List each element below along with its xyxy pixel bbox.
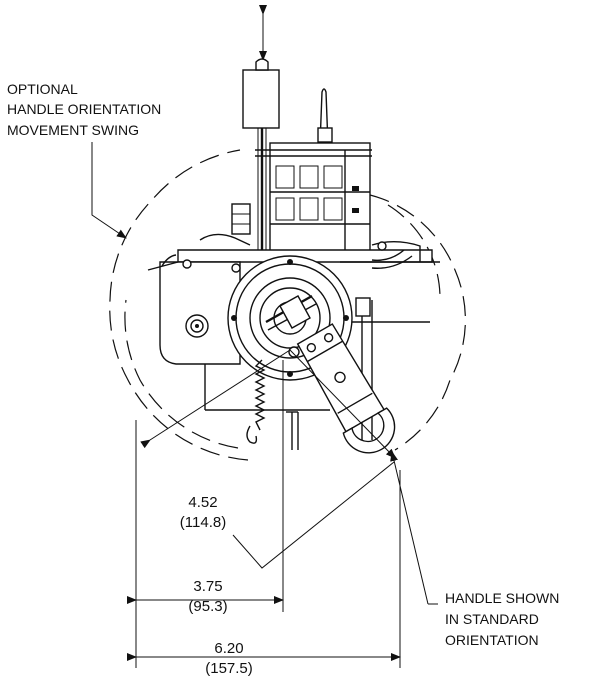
extension-lines	[135, 360, 401, 668]
handle-callout-leader	[390, 451, 438, 605]
optional-swing-leader	[91, 142, 127, 239]
dimension-radial-mm: (114.8)	[179, 514, 227, 531]
contact-block	[255, 142, 372, 252]
optional-swing-label-line2: HANDLE ORIENTATION	[7, 101, 162, 117]
optional-swing-label-line3: MOVEMENT SWING	[7, 122, 139, 138]
dimension-center-mm: (95.3)	[188, 598, 228, 615]
dimension-radial-line	[140, 349, 396, 569]
handle-shown-label-line3: ORIENTATION	[445, 632, 539, 648]
actuator-cylinder	[242, 58, 280, 250]
right-linkage	[355, 241, 413, 317]
optional-swing-arc	[109, 149, 466, 461]
mounting-plate	[177, 241, 440, 263]
spring-rod	[317, 88, 333, 146]
handle-shown-label-line1: HANDLE SHOWN	[445, 590, 560, 606]
dimension-overall-mm: (157.5)	[205, 660, 253, 677]
mechanism-back	[204, 300, 430, 450]
dimension-radial-inches: 4.52	[188, 494, 218, 511]
left-terminal	[199, 203, 251, 246]
dimension-center-inches: 3.75	[193, 578, 223, 595]
optional-swing-label-line1: OPTIONAL	[7, 81, 78, 97]
dimension-overall-inches: 6.20	[214, 640, 244, 657]
tension-spring	[246, 359, 266, 444]
handle-shown-label-line2: IN STANDARD	[445, 611, 539, 627]
operating-handle	[296, 323, 396, 454]
